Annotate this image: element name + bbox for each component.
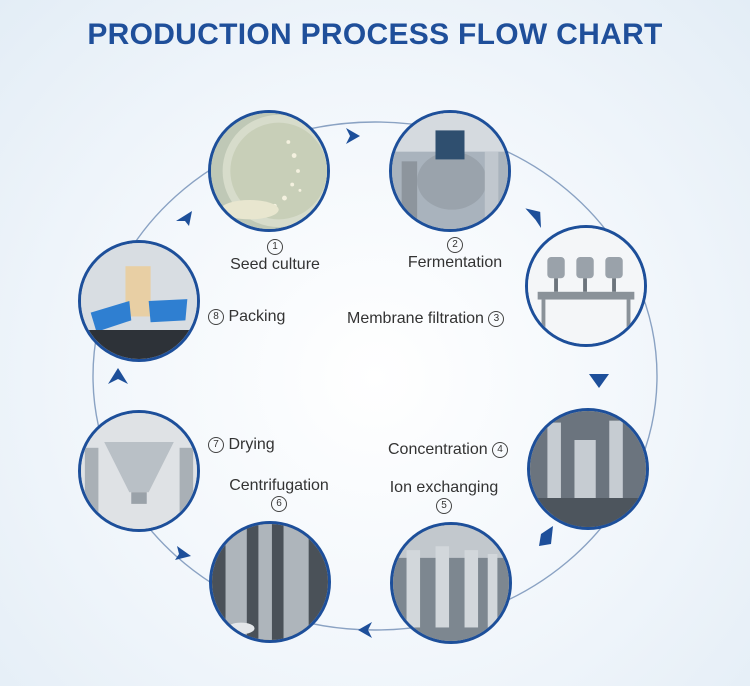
flow-arrow-icon — [539, 526, 553, 546]
step-8-text: Packing — [228, 308, 286, 325]
flow-arrow-icon — [358, 622, 372, 638]
step-4-text: Concentration — [388, 441, 488, 458]
step-3-number: 3 — [488, 310, 505, 327]
cone-dryer-photo — [78, 410, 200, 532]
step-8-number: 8 — [208, 308, 224, 325]
page-title: PRODUCTION PROCESS FLOW CHART — [87, 18, 663, 51]
ion-exchange-columns-photo — [390, 522, 512, 644]
step-5-text: Ion exchanging — [389, 479, 499, 496]
step-6-label: Centrifugation 6 — [223, 477, 335, 513]
petri-dish-photo — [208, 110, 330, 232]
step-2-number: 2 — [447, 236, 463, 253]
step-4-number: 4 — [492, 441, 509, 458]
step-7-label: 7 Drying — [208, 436, 275, 454]
flow-arrow-icon — [346, 128, 360, 144]
step-5-label: Ion exchanging 5 — [384, 479, 504, 515]
flow-arrow-icon — [525, 208, 542, 228]
step-5-number: 5 — [436, 497, 452, 514]
evaporator-photo — [527, 408, 649, 530]
packing-gloves-photo — [78, 240, 200, 362]
step-7-number: 7 — [208, 436, 224, 453]
step-1-label: 1 Seed culture — [226, 238, 324, 274]
flow-arrow-icon — [108, 368, 128, 384]
step-2-text: Fermentation — [407, 254, 503, 271]
step-1-text: Seed culture — [230, 256, 320, 273]
filtration-manifold-photo — [525, 225, 647, 347]
step-4-label: Concentration 4 — [388, 441, 509, 459]
flow-arrow-icon — [175, 546, 191, 560]
centrifuge-columns-photo — [209, 521, 331, 643]
fermenter-photo — [389, 110, 511, 232]
step-7-text: Drying — [228, 436, 275, 453]
step-2-label: 2 Fermentation — [402, 236, 508, 272]
step-6-number: 6 — [271, 495, 287, 512]
step-3-label: Membrane filtration 3 — [347, 310, 505, 328]
step-3-text: Membrane filtration — [347, 310, 484, 327]
step-6-text: Centrifugation — [229, 477, 329, 494]
flow-arrow-icon — [589, 374, 609, 388]
step-8-label: 8 Packing — [208, 308, 285, 326]
flow-arrow-icon — [176, 211, 192, 226]
step-1-number: 1 — [267, 238, 283, 255]
